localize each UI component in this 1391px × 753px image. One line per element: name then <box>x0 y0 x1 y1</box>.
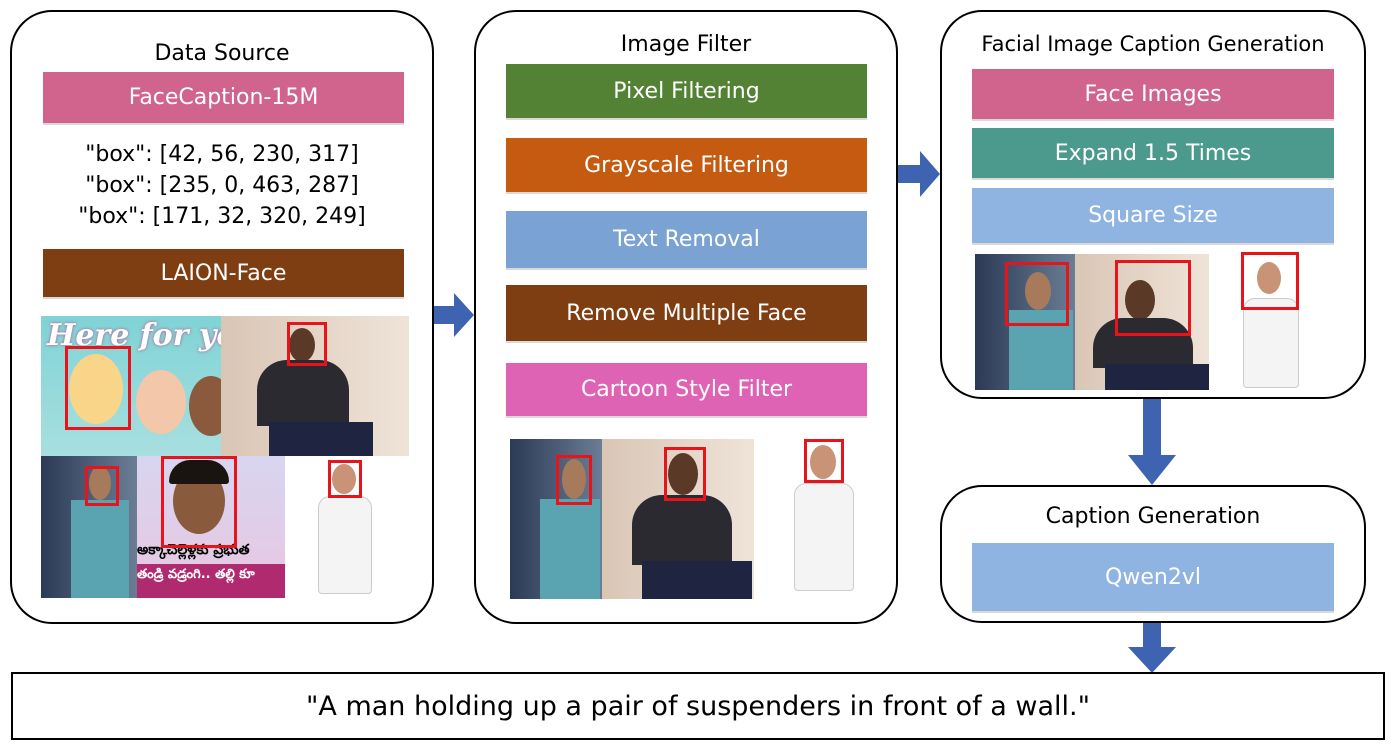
box-coordinates: "box": [171, 32, 320, 249] <box>78 204 366 229</box>
facial-caption-title: Facial Image Caption Generation <box>981 32 1325 56</box>
tank-top-man-image <box>1233 250 1305 392</box>
filter-step-multiple-face: Remove Multiple Face <box>506 285 867 341</box>
speaker-head <box>1125 280 1155 320</box>
step-face-images: Face Images <box>972 69 1334 119</box>
speaker-head <box>668 453 698 495</box>
podium <box>1105 364 1209 390</box>
face-bounding-box <box>804 439 844 483</box>
speaker-head <box>289 328 315 362</box>
model-head <box>810 445 836 479</box>
output-caption-box: "A man holding up a pair of suspenders i… <box>11 672 1385 740</box>
speaker-podium-image <box>1075 254 1209 390</box>
speaker-podium-image <box>602 439 754 599</box>
white-tank-top <box>794 483 854 591</box>
filter-step-pixel: Pixel Filtering <box>506 64 867 118</box>
arrow-down-icon <box>1128 623 1176 673</box>
facial-caption-panel: Facial Image Caption Generation Face Ima… <box>940 10 1366 399</box>
arrow-right-icon <box>898 151 940 197</box>
model-head <box>1257 262 1281 294</box>
speaker-suit <box>632 495 732 565</box>
data-source-panel: Data Source FaceCaption-15M "box": [42, … <box>10 10 434 624</box>
model-qwen2vl-bar: Qwen2vl <box>972 543 1334 611</box>
arrow-down-icon <box>1128 399 1176 485</box>
tank-top-man-image <box>782 439 862 599</box>
dataset-facecaption-bar: FaceCaption-15M <box>43 72 404 123</box>
face-bounding-box <box>1241 252 1299 310</box>
podium <box>269 422 373 456</box>
filter-step-text-removal: Text Removal <box>506 211 867 268</box>
suspenders-man-image <box>41 456 137 598</box>
face-bounding-box <box>161 456 237 548</box>
white-tank-top <box>1243 298 1299 388</box>
woman-hair <box>169 460 229 484</box>
caption-generation-title: Caption Generation <box>1045 504 1261 529</box>
face-bounding-box <box>556 455 592 505</box>
man-shirt <box>540 499 600 599</box>
speaker-suit <box>1093 318 1193 368</box>
cartoon-face-3 <box>189 376 221 436</box>
filter-step-grayscale: Grayscale Filtering <box>506 138 867 192</box>
filter-step-cartoon: Cartoon Style Filter <box>506 363 867 416</box>
face-bounding-box <box>328 460 362 498</box>
face-bounding-box <box>85 466 119 506</box>
caption-generation-panel: Caption Generation Qwen2vl <box>940 485 1366 623</box>
step-expand: Expand 1.5 Times <box>972 128 1334 178</box>
model-head <box>332 464 356 494</box>
step-square-size: Square Size <box>972 188 1334 243</box>
podium <box>642 561 752 599</box>
data-source-title: Data Source <box>154 41 290 66</box>
speaker-suit <box>257 360 349 426</box>
white-tank-top <box>318 496 372 594</box>
face-bounding-box <box>1005 262 1069 326</box>
telugu-text-line: తండ్రి వడ్రంగి.. తల్లి కూ <box>137 564 285 598</box>
man-head <box>89 466 111 500</box>
cartoon-face-1 <box>69 354 123 424</box>
image-filter-title: Image Filter <box>620 32 752 57</box>
box-coordinates: "box": [235, 0, 463, 287] <box>85 173 359 198</box>
man-shirt <box>71 500 129 598</box>
face-bounding-box <box>65 346 131 430</box>
output-caption-text: "A man holding up a pair of suspenders i… <box>305 690 1091 722</box>
man-head <box>562 459 586 499</box>
image-filter-panel: Image Filter Pixel Filtering Grayscale F… <box>474 10 898 624</box>
news-portrait-image: అక్కాచెల్లెళ్లకు ప్రభుత తండ్రి వడ్రంగి..… <box>137 456 285 598</box>
speaker-podium-image <box>221 316 409 456</box>
face-bounding-box <box>287 322 327 366</box>
dataset-laion-face-bar: LAION-Face <box>43 249 404 297</box>
arrow-right-icon <box>434 293 474 337</box>
cartoon-poster-image: Here for yo <box>41 316 221 456</box>
suspenders-man-image <box>975 254 1075 390</box>
face-bounding-box <box>664 447 706 501</box>
man-head <box>1025 272 1051 310</box>
suspenders-man-image <box>510 439 602 599</box>
face-bounding-box <box>1115 260 1191 336</box>
cartoon-face-2 <box>136 370 186 434</box>
bounding-box-list: "box": [42, 56, 230, 317] "box": [235, 0… <box>12 139 432 232</box>
box-coordinates: "box": [42, 56, 230, 317] <box>85 142 359 167</box>
tank-top-man-image <box>308 456 380 606</box>
